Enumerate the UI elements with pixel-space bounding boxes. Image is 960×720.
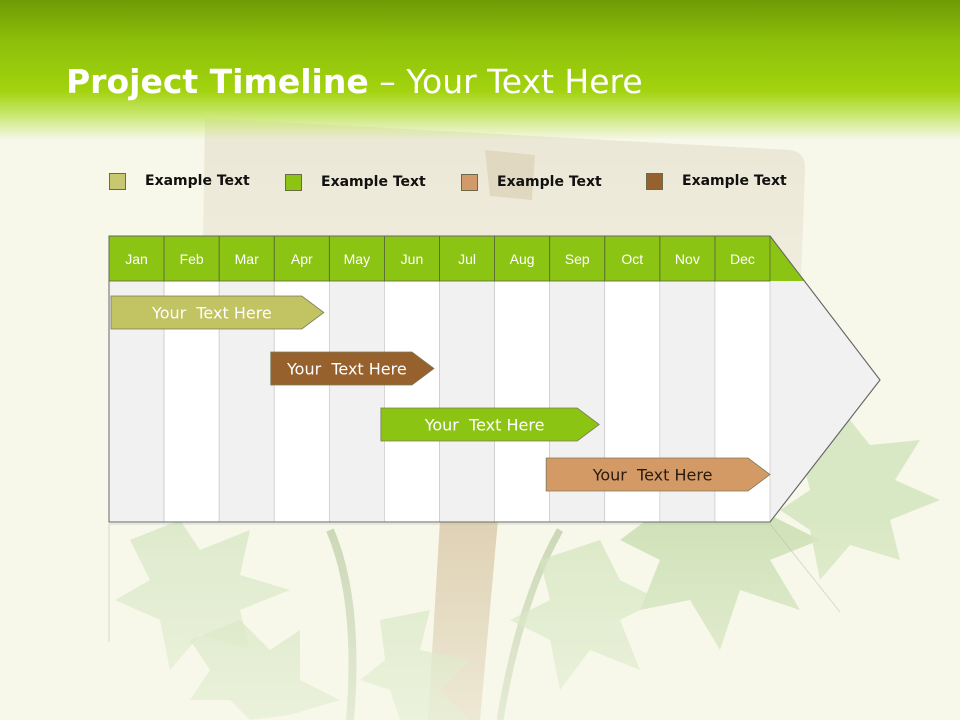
task-bar-label: Your Text Here: [424, 416, 545, 435]
month-label: Feb: [180, 251, 204, 267]
legend-label: Example Text: [497, 174, 602, 190]
task-bar: [110, 295, 325, 330]
title-bold: Project Timeline: [66, 62, 369, 101]
task-bar: [380, 407, 600, 442]
legend-item: Example Text: [646, 171, 787, 191]
month-column: [494, 280, 551, 523]
legend-swatch: [646, 172, 663, 190]
legend-item: Example Text: [109, 171, 250, 191]
month-label: May: [344, 251, 370, 267]
legend-swatch: [285, 173, 302, 191]
month-column: [384, 280, 440, 523]
legend-swatch: [461, 173, 478, 191]
month-header-bar: [109, 236, 805, 281]
month-label: Oct: [621, 251, 643, 267]
title-rest: – Your Text Here: [368, 62, 643, 101]
slide-title: Project Timeline – Your Text Here: [66, 58, 643, 106]
month-label: Jun: [401, 251, 424, 267]
month-label: Sep: [565, 251, 590, 267]
header-band: [0, 0, 960, 140]
month-label: Nov: [675, 251, 700, 267]
month-column: [328, 280, 385, 523]
legend-item: Example Text: [285, 172, 426, 192]
task-bar-label: Your Text Here: [286, 360, 407, 379]
task-bar-label: Your Text Here: [592, 466, 713, 485]
legend-label: Example Text: [321, 174, 426, 190]
legend-label: Example Text: [145, 173, 250, 189]
month-label: Aug: [510, 251, 535, 267]
month-label: Jul: [458, 251, 476, 267]
task-bar: [545, 457, 771, 492]
month-label: Mar: [235, 251, 259, 267]
legend-swatch: [109, 172, 126, 190]
task-bar-label: Your Text Here: [151, 304, 272, 323]
timeline-arrow-outline: [108, 235, 881, 523]
month-label: Dec: [730, 251, 755, 267]
timeline-reflection: [108, 523, 841, 642]
task-bar: [270, 351, 435, 386]
legend-item: Example Text: [461, 172, 602, 192]
legend-label: Example Text: [682, 173, 787, 189]
month-label: Jan: [125, 251, 148, 267]
month-label: Apr: [291, 251, 313, 267]
month-column: [439, 280, 495, 523]
